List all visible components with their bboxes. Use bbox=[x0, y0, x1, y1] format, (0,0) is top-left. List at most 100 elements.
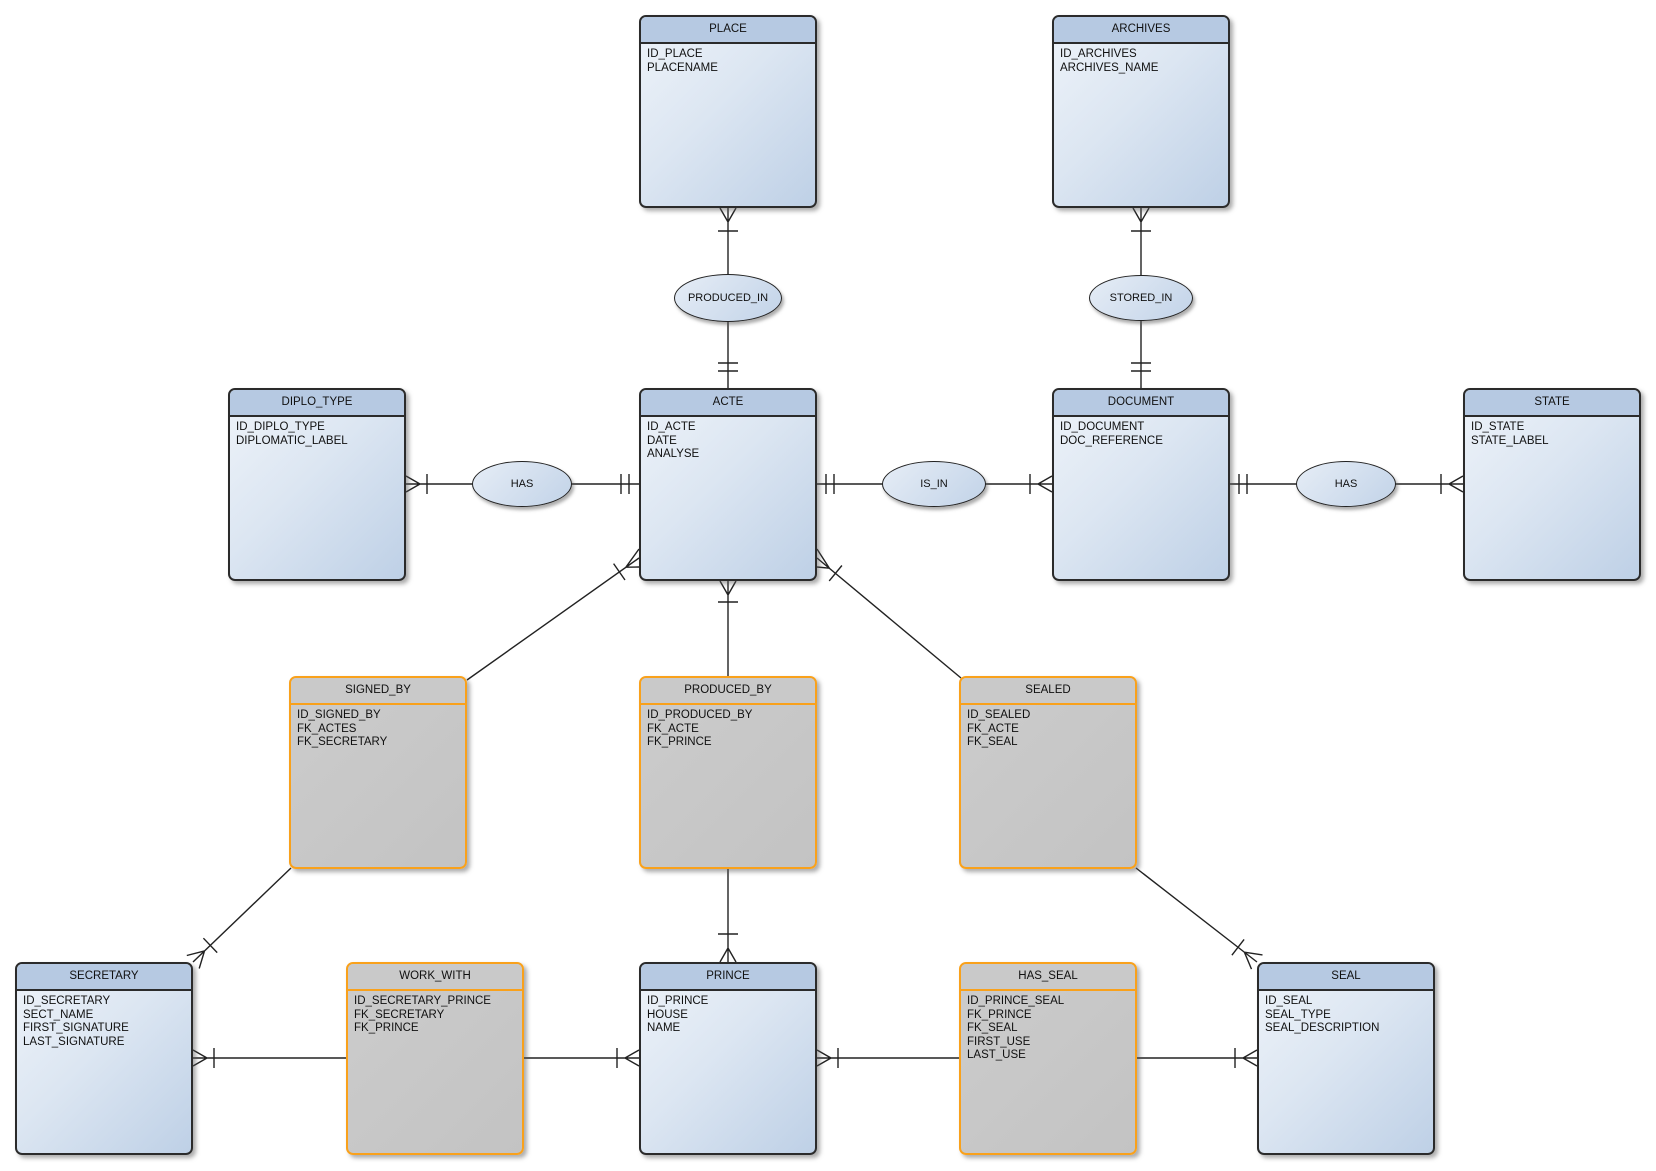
edge-produced-by-prince bbox=[718, 869, 738, 963]
entity-archives[interactable]: ARCHIVES ID_ARCHIVES ARCHIVES_NAME bbox=[1052, 15, 1230, 208]
entity-document-title: DOCUMENT bbox=[1054, 390, 1228, 417]
attribute: ARCHIVES_NAME bbox=[1060, 61, 1159, 74]
association-work-with[interactable]: WORK_WITH ID_SECRETARY_PRINCE FK_SECRETA… bbox=[346, 962, 524, 1155]
attribute: FIRST_SIGNATURE bbox=[23, 1022, 129, 1034]
relationship-produced-in[interactable]: PRODUCED_IN bbox=[674, 274, 782, 322]
relationship-label: PRODUCED_IN bbox=[687, 292, 769, 304]
edge-has-seal-seal bbox=[1137, 1048, 1258, 1068]
entity-diplo-type[interactable]: DIPLO_TYPE ID_DIPLO_TYPE DIPLOMATIC_LABE… bbox=[228, 388, 406, 581]
association-work-with-attributes: ID_SECRETARY_PRINCE FK_SECRETARY FK_PRIN… bbox=[348, 991, 522, 1040]
attribute: NAME bbox=[647, 1022, 681, 1034]
entity-document-attributes: ID_DOCUMENT DOC_REFERENCE bbox=[1054, 417, 1228, 452]
attribute: DIPLOMATIC_LABEL bbox=[236, 434, 348, 447]
attribute: ID_PRINCE bbox=[647, 995, 709, 1007]
attribute: ID_DOCUMENT bbox=[1060, 421, 1145, 433]
attribute: ID_STATE bbox=[1471, 421, 1525, 433]
entity-archives-attributes: ID_ARCHIVES ARCHIVES_NAME bbox=[1054, 44, 1228, 79]
entity-state-title: STATE bbox=[1465, 390, 1639, 417]
entity-prince-attributes: ID_PRINCE HOUSE NAME bbox=[641, 991, 815, 1040]
attribute: FK_ACTES bbox=[297, 722, 357, 735]
attribute: LAST_SIGNATURE bbox=[23, 1035, 125, 1048]
attribute: FIRST_USE bbox=[967, 1035, 1031, 1048]
attribute: ID_SIGNED_BY bbox=[297, 709, 381, 721]
attribute: SEAL_DESCRIPTION bbox=[1265, 1022, 1380, 1034]
association-work-with-title: WORK_WITH bbox=[348, 964, 522, 991]
association-sealed[interactable]: SEALED ID_SEALED FK_ACTE FK_SEAL bbox=[959, 676, 1137, 869]
association-sealed-attributes: ID_SEALED FK_ACTE FK_SEAL bbox=[961, 705, 1135, 754]
entity-prince-title: PRINCE bbox=[641, 964, 815, 991]
attribute: FK_ACTE bbox=[647, 722, 699, 735]
attribute: SEAL_TYPE bbox=[1265, 1008, 1331, 1021]
attribute: ID_PLACE bbox=[647, 48, 703, 60]
entity-acte[interactable]: ACTE ID_ACTE DATE ANALYSE bbox=[639, 388, 817, 581]
entity-secretary[interactable]: SECRETARY ID_SECRETARY SECT_NAME FIRST_S… bbox=[15, 962, 193, 1155]
attribute: LAST_USE bbox=[967, 1049, 1026, 1061]
entity-diplo-type-title: DIPLO_TYPE bbox=[230, 390, 404, 417]
attribute: DOC_REFERENCE bbox=[1060, 434, 1163, 447]
attribute: FK_SEAL bbox=[967, 736, 1018, 748]
relationship-label: STORED_IN bbox=[1109, 292, 1173, 304]
association-has-seal-attributes: ID_PRINCE_SEAL FK_PRINCE FK_SEAL FIRST_U… bbox=[961, 991, 1135, 1067]
attribute: HOUSE bbox=[647, 1008, 688, 1021]
association-produced-by[interactable]: PRODUCED_BY ID_PRODUCED_BY FK_ACTE FK_PR… bbox=[639, 676, 817, 869]
relationship-has-diplo-type[interactable]: HAS bbox=[472, 461, 572, 507]
attribute: ID_SEAL bbox=[1265, 995, 1313, 1007]
association-has-seal[interactable]: HAS_SEAL ID_PRINCE_SEAL FK_PRINCE FK_SEA… bbox=[959, 962, 1137, 1155]
edge-work-with-prince bbox=[524, 1048, 640, 1068]
attribute: FK_SEAL bbox=[967, 1022, 1018, 1034]
edge-acte-produced-by bbox=[718, 580, 738, 676]
attribute: FK_PRINCE bbox=[967, 1008, 1032, 1021]
relationship-is-in[interactable]: IS_IN bbox=[882, 461, 986, 507]
attribute: FK_SECRETARY bbox=[297, 736, 388, 748]
attribute: ID_PRINCE_SEAL bbox=[967, 995, 1065, 1007]
relationship-has-state[interactable]: HAS bbox=[1296, 461, 1396, 507]
attribute: ID_ACTE bbox=[647, 421, 696, 433]
attribute: SECT_NAME bbox=[23, 1008, 94, 1021]
edge-acte-signed-by bbox=[466, 548, 640, 681]
attribute: DATE bbox=[647, 434, 677, 447]
entity-prince[interactable]: PRINCE ID_PRINCE HOUSE NAME bbox=[639, 962, 817, 1155]
attribute: ID_PRODUCED_BY bbox=[647, 709, 753, 721]
attribute: ID_DIPLO_TYPE bbox=[236, 421, 325, 433]
attribute: ID_SECRETARY_PRINCE bbox=[354, 995, 491, 1007]
attribute: ID_ARCHIVES bbox=[1060, 48, 1137, 60]
association-produced-by-attributes: ID_PRODUCED_BY FK_ACTE FK_PRINCE bbox=[641, 705, 815, 754]
entity-archives-title: ARCHIVES bbox=[1054, 17, 1228, 44]
attribute: FK_PRINCE bbox=[354, 1022, 419, 1034]
edge-secretary-work-with bbox=[192, 1048, 346, 1068]
edge-sealed-seal bbox=[1135, 867, 1263, 970]
association-signed-by[interactable]: SIGNED_BY ID_SIGNED_BY FK_ACTES FK_SECRE… bbox=[289, 676, 467, 869]
association-signed-by-attributes: ID_SIGNED_BY FK_ACTES FK_SECRETARY bbox=[291, 705, 465, 754]
attribute: STATE_LABEL bbox=[1471, 434, 1549, 447]
entity-secretary-title: SECRETARY bbox=[17, 964, 191, 991]
attribute: FK_PRINCE bbox=[647, 736, 712, 748]
entity-diplo-type-attributes: ID_DIPLO_TYPE DIPLOMATIC_LABEL bbox=[230, 417, 404, 452]
entity-acte-title: ACTE bbox=[641, 390, 815, 417]
entity-secretary-attributes: ID_SECRETARY SECT_NAME FIRST_SIGNATURE L… bbox=[17, 991, 191, 1053]
relationship-label: HAS bbox=[510, 478, 534, 490]
entity-state-attributes: ID_STATE STATE_LABEL bbox=[1465, 417, 1639, 452]
association-signed-by-title: SIGNED_BY bbox=[291, 678, 465, 705]
relationship-label: HAS bbox=[1334, 478, 1358, 490]
association-produced-by-title: PRODUCED_BY bbox=[641, 678, 815, 705]
edge-signed-by-secretary bbox=[186, 867, 292, 969]
association-has-seal-title: HAS_SEAL bbox=[961, 964, 1135, 991]
attribute: FK_ACTE bbox=[967, 722, 1019, 735]
attribute: ANALYSE bbox=[647, 448, 700, 460]
entity-document[interactable]: DOCUMENT ID_DOCUMENT DOC_REFERENCE bbox=[1052, 388, 1230, 581]
relationship-label: IS_IN bbox=[920, 478, 948, 490]
entity-state[interactable]: STATE ID_STATE STATE_LABEL bbox=[1463, 388, 1641, 581]
edge-acte-sealed bbox=[816, 548, 962, 679]
attribute: FK_SECRETARY bbox=[354, 1008, 445, 1021]
relationship-stored-in[interactable]: STORED_IN bbox=[1089, 275, 1193, 321]
entity-seal-attributes: ID_SEAL SEAL_TYPE SEAL_DESCRIPTION bbox=[1259, 991, 1433, 1040]
association-sealed-title: SEALED bbox=[961, 678, 1135, 705]
entity-place-attributes: ID_PLACE PLACENAME bbox=[641, 44, 815, 79]
entity-seal[interactable]: SEAL ID_SEAL SEAL_TYPE SEAL_DESCRIPTION bbox=[1257, 962, 1435, 1155]
entity-place[interactable]: PLACE ID_PLACE PLACENAME bbox=[639, 15, 817, 208]
attribute: ID_SECRETARY bbox=[23, 995, 111, 1007]
attribute: PLACENAME bbox=[647, 61, 718, 74]
attribute: ID_SEALED bbox=[967, 709, 1031, 721]
